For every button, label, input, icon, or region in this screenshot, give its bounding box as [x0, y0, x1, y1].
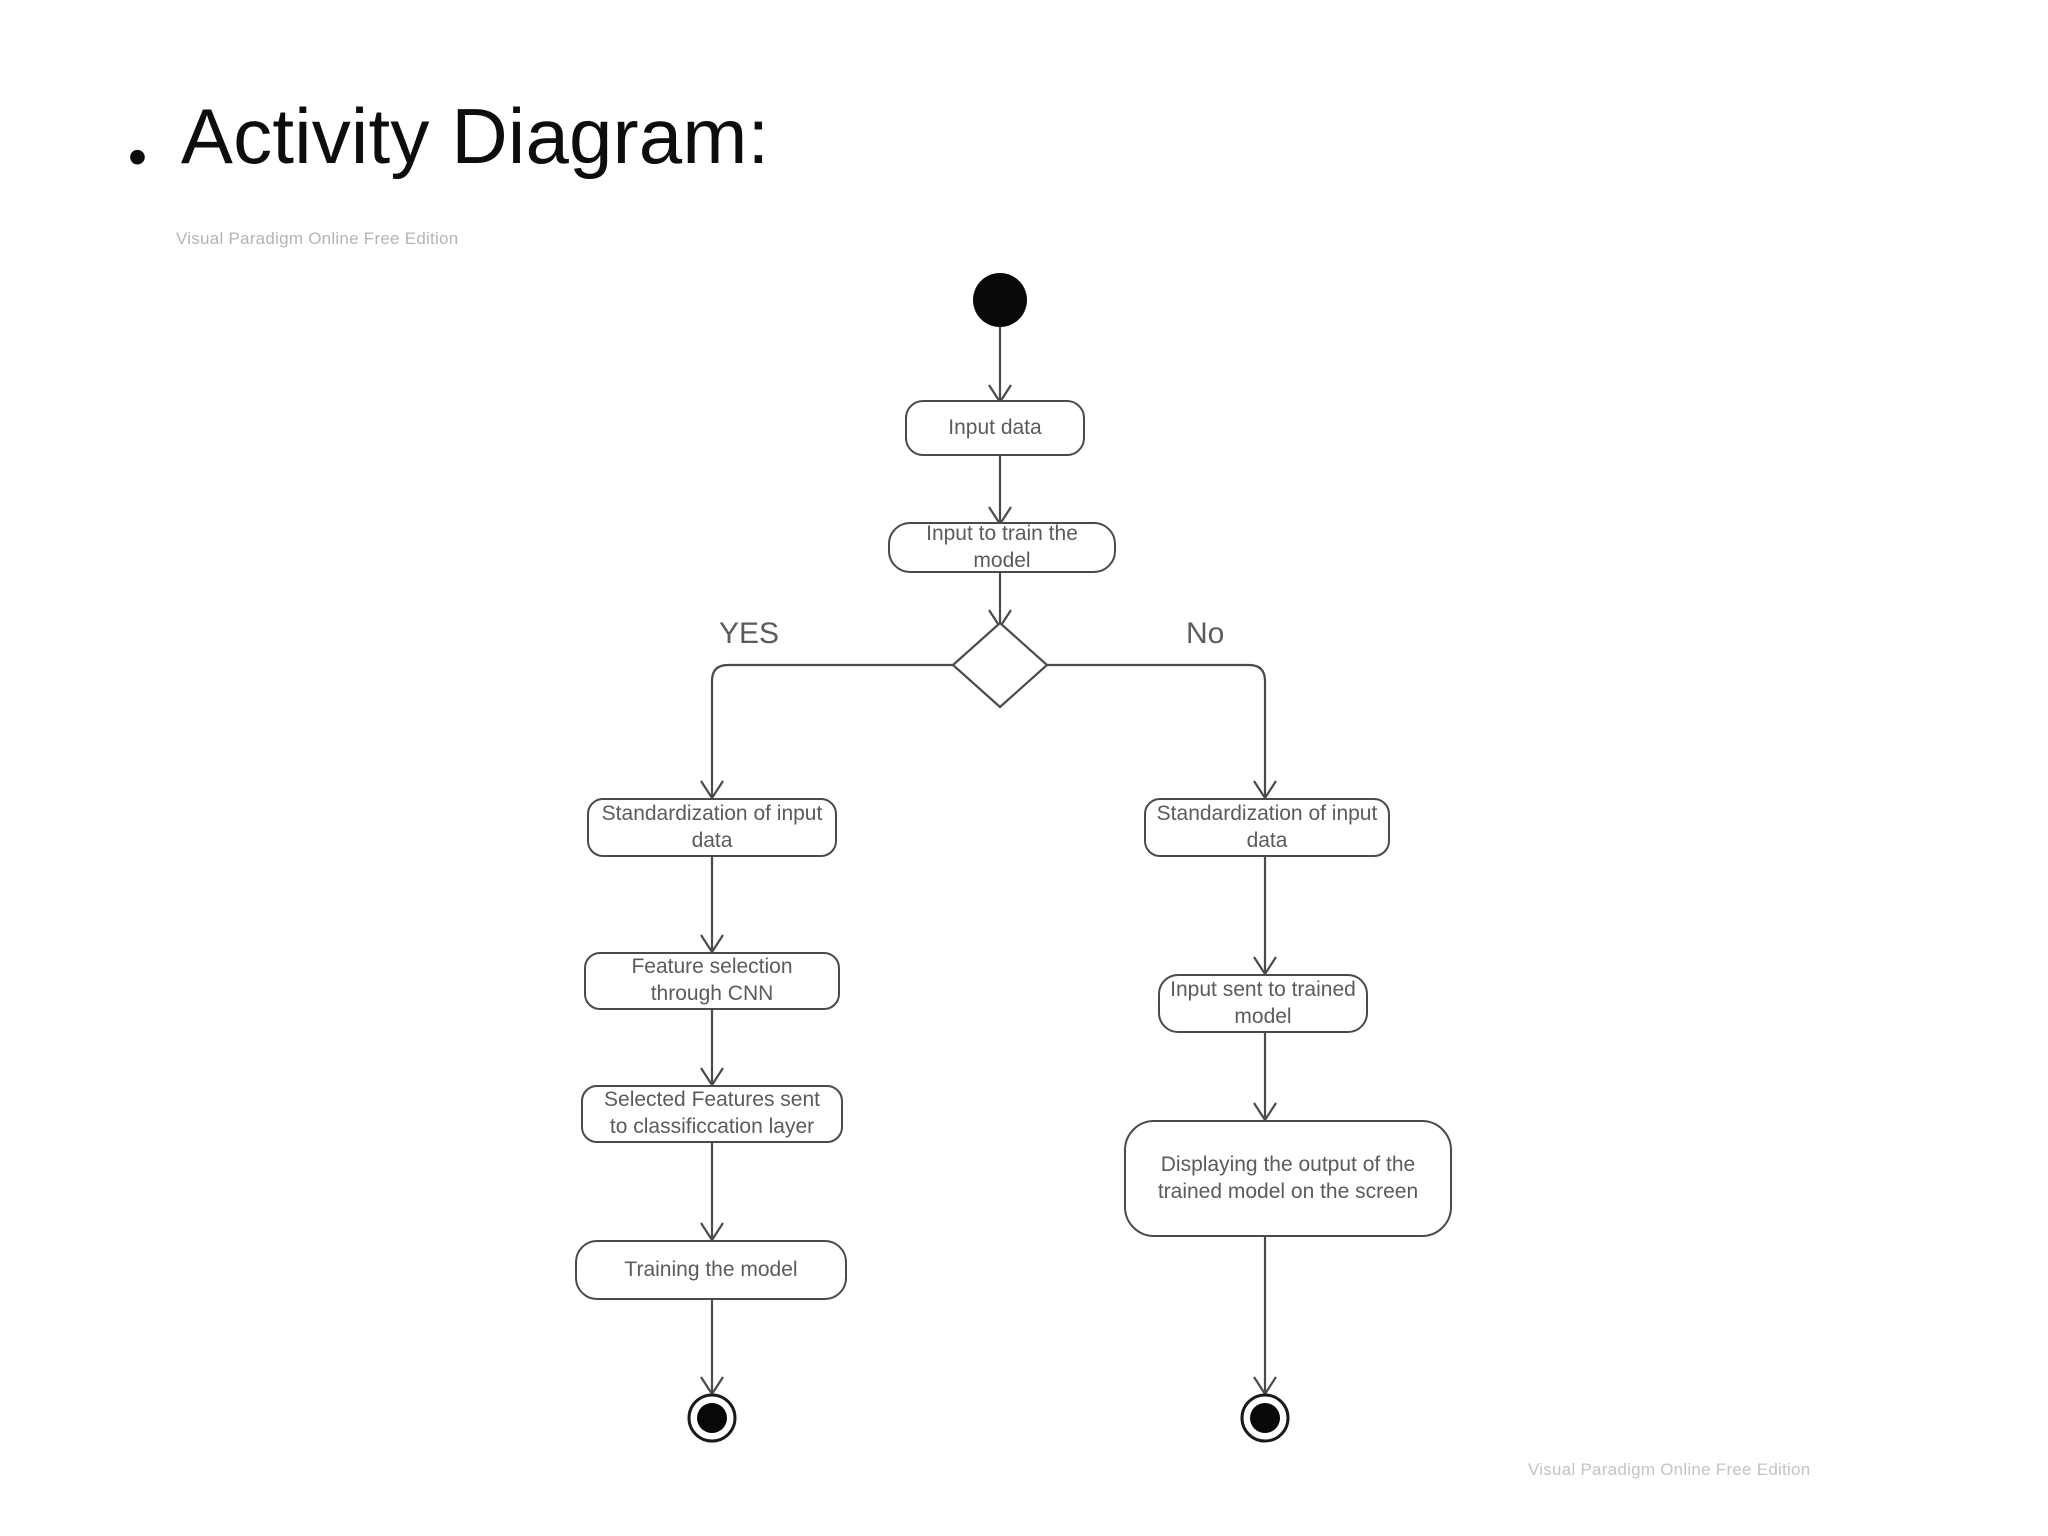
arrowhead-left-feature — [700, 934, 724, 955]
title-bullet-icon: • — [128, 127, 147, 187]
activity-node-input-to-train[interactable]: Input to train the model — [888, 522, 1116, 573]
activity-node-right-displaying[interactable]: Displaying the output of the trained mod… — [1124, 1120, 1452, 1237]
arrowhead-no-standardization — [1253, 780, 1277, 801]
activity-node-left-standardization[interactable]: Standardization of input data — [587, 798, 837, 857]
arrowhead-right-final — [1253, 1376, 1277, 1397]
decision-diamond — [951, 621, 1049, 709]
activity-node-right-input-sent[interactable]: Input sent to trained model — [1158, 974, 1368, 1033]
final-node-left-ring — [687, 1393, 737, 1443]
activity-node-left-feature-selection[interactable]: Feature selection through CNN — [584, 952, 840, 1010]
final-node-right — [1250, 1403, 1280, 1433]
activity-node-left-selected-features[interactable]: Selected Features sent to classificcatio… — [581, 1085, 843, 1143]
activity-node-input-data[interactable]: Input data — [905, 400, 1085, 456]
activity-node-left-training[interactable]: Training the model — [575, 1240, 847, 1300]
arrowhead-decision — [988, 609, 1012, 630]
watermark-top-left: Visual Paradigm Online Free Edition — [176, 229, 459, 248]
final-node-left — [697, 1403, 727, 1433]
arrowhead-left-selected — [700, 1067, 724, 1088]
guard-label-no: No — [1186, 617, 1225, 650]
edge-decision-yes — [710, 663, 953, 796]
edge-decision-no — [1047, 663, 1267, 796]
arrowhead-left-final — [700, 1376, 724, 1397]
title-text: Activity Diagram: — [180, 92, 770, 180]
page-title: • Activity Diagram: — [128, 92, 770, 187]
arrowhead-yes-standardization — [700, 780, 724, 801]
guard-label-yes: YES — [719, 617, 780, 650]
final-node-right-ring — [1240, 1393, 1290, 1443]
arrowhead-right-displaying — [1253, 1102, 1277, 1123]
watermark-bottom-right: Visual Paradigm Online Free Edition — [1528, 1460, 1811, 1479]
arrowhead-left-training — [700, 1222, 724, 1243]
activity-node-right-standardization[interactable]: Standardization of input data — [1144, 798, 1390, 857]
initial-node — [973, 273, 1027, 327]
arrowhead-right-input-sent — [1253, 956, 1277, 977]
